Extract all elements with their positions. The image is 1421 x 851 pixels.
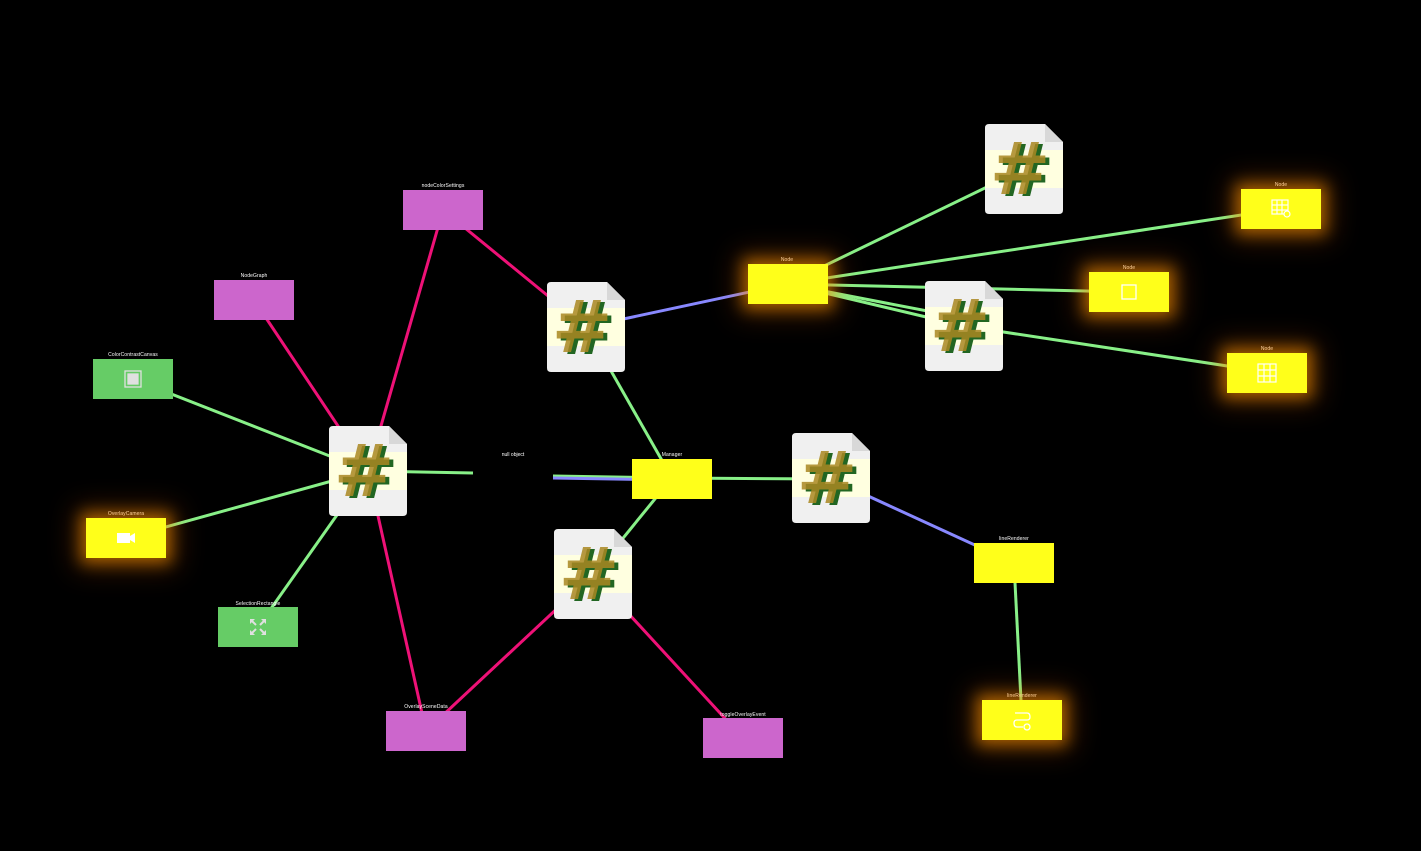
camera-node[interactable]	[86, 518, 166, 558]
square-icon	[1121, 284, 1137, 300]
node-label: SelectionRectangle	[235, 601, 281, 607]
node-label: OverlaySceneData	[404, 704, 448, 710]
node-label: toggleOverlayEvent	[720, 712, 766, 718]
edge	[1012, 562, 1024, 721]
move-arrows-icon	[250, 619, 266, 635]
node-label: Manager	[661, 452, 683, 458]
script-file-icon[interactable]: ##	[329, 426, 407, 516]
node-label: lineRenderer	[1007, 693, 1037, 699]
svg-text:#: #	[801, 438, 861, 522]
asset-node[interactable]	[703, 718, 783, 758]
script-file-icon[interactable]: ##	[547, 282, 625, 372]
asset-node[interactable]	[214, 280, 294, 320]
svg-text:#: #	[556, 287, 616, 371]
svg-text:#: #	[797, 436, 857, 520]
node-label: nodeColorSettings	[421, 183, 465, 189]
svg-text:#: #	[559, 532, 619, 616]
component-node[interactable]	[93, 359, 173, 399]
node-label: Node	[1274, 182, 1288, 188]
svg-text:#: #	[334, 429, 394, 513]
camera-icon	[117, 533, 135, 543]
edge	[786, 207, 1282, 286]
line-renderer-node[interactable]	[974, 543, 1054, 583]
node-label: lineRenderer	[999, 536, 1029, 542]
line-renderer-node[interactable]	[982, 700, 1062, 740]
svg-text:#: #	[990, 127, 1050, 211]
node-gameobject[interactable]	[1227, 353, 1307, 393]
node-label: Node	[1122, 265, 1136, 271]
node-gameobject[interactable]	[1241, 189, 1321, 229]
script-file-icon[interactable]: ##	[925, 281, 1003, 371]
grid-gear-icon	[1271, 199, 1291, 218]
asset-node[interactable]	[386, 711, 466, 751]
svg-text:#: #	[994, 129, 1054, 213]
node-gameobject[interactable]	[748, 264, 828, 304]
script-file-icon[interactable]: ##	[554, 529, 632, 619]
svg-text:#: #	[934, 286, 994, 370]
edge	[125, 469, 369, 540]
svg-text:#: #	[338, 431, 398, 515]
script-file-icon[interactable]: ##	[985, 124, 1063, 214]
grid-icon	[1257, 363, 1277, 383]
svg-text:#: #	[563, 534, 623, 618]
node-label: ColorContrastCanvas	[108, 352, 158, 358]
node-label: NodeGraph	[240, 273, 268, 279]
canvas-icon	[124, 370, 142, 388]
svg-text:#: #	[930, 284, 990, 368]
script-file-icon[interactable]: ##	[792, 433, 870, 523]
node-gameobject[interactable]	[1089, 272, 1169, 312]
svg-text:#: #	[552, 285, 612, 369]
edge	[963, 324, 1268, 374]
component-node[interactable]	[218, 607, 298, 647]
asset-node[interactable]	[403, 190, 483, 230]
node-label: OverlayCamera	[107, 511, 145, 517]
node-label: Node	[1260, 346, 1274, 352]
node-label: Node	[780, 257, 794, 263]
manager-node[interactable]	[632, 459, 712, 499]
null-object-label: null object	[501, 452, 525, 458]
line-renderer-icon	[1013, 712, 1031, 731]
